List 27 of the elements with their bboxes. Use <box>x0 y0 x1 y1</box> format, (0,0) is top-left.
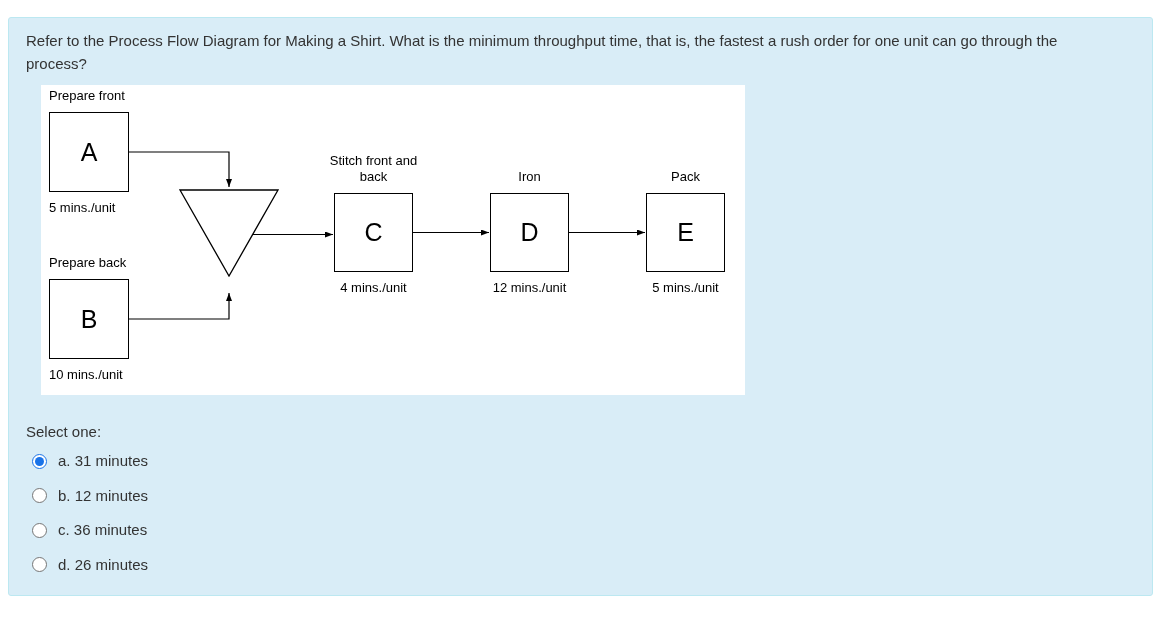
answer-option: a. 31 minutes <box>58 451 149 471</box>
process-letter: C <box>364 220 383 245</box>
arrow <box>128 292 232 320</box>
time-label: 4 mins./unit <box>340 280 407 296</box>
process-name: Pack <box>670 169 701 185</box>
prompt-text: Select one: <box>26 422 102 442</box>
arrow <box>252 231 334 238</box>
arrow <box>568 229 646 236</box>
process-name: Prepare back <box>49 255 127 271</box>
process-letter: B <box>80 306 98 332</box>
arrow <box>412 229 490 236</box>
time-label: 5 mins./unit <box>652 280 719 296</box>
process-name: Prepare front <box>49 88 125 104</box>
answer-option: c. 36 minutes <box>58 520 148 540</box>
time-label: 5 mins./unit <box>49 200 116 216</box>
time-label: 10 mins./unit <box>49 367 123 383</box>
answer-option: d. 26 minutes <box>58 554 149 575</box>
inventory-triangle <box>179 189 279 277</box>
process-name: Iron <box>517 169 542 185</box>
process-name: Stitch front and back <box>328 153 419 185</box>
process-letter: D <box>520 220 539 245</box>
process-letter: E <box>677 220 694 245</box>
time-label: 12 mins./unit <box>492 280 567 296</box>
arrow <box>128 151 232 188</box>
answer-option: b. 12 minutes <box>58 485 149 506</box>
question-text: Refer to the Process Flow Diagram for Making a Shirt. What is the minimum throughput time, that is, the fastest a rush order for one unit can go through the process? <box>26 31 1059 74</box>
process-letter: A <box>80 139 98 165</box>
